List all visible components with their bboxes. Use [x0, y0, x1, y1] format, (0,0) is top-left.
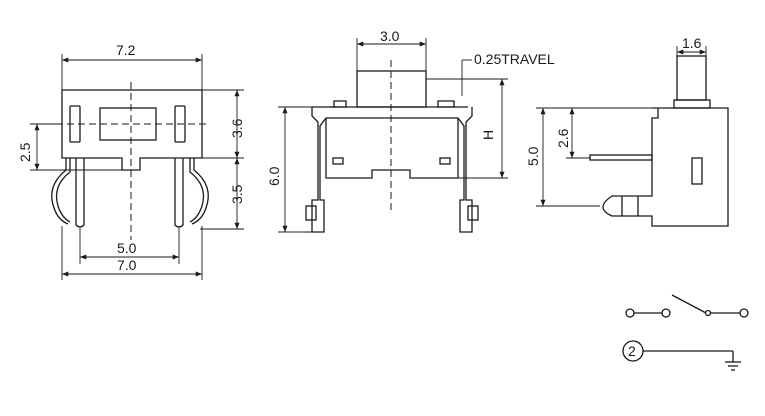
side-lock-right [439, 157, 451, 165]
front-view: 7.2 3.6 3.5 2.5 5.0 7.0 [17, 42, 245, 280]
switch-terminal-right [739, 308, 749, 318]
side-lock-left [332, 157, 344, 165]
end-actuator-base [673, 99, 711, 109]
top-plate [330, 100, 455, 108]
switch-schematic [625, 294, 749, 318]
dim-actuator-label: 3.0 [380, 28, 400, 44]
switch-contact-left [661, 308, 671, 318]
right-straight-leg [174, 158, 184, 228]
dim-end-actuator-label: 1.6 [682, 35, 702, 51]
right-bent-leg-inner [191, 158, 209, 225]
dim-pitch-label: 5.0 [117, 240, 137, 256]
end-view: 1.6 5.0 2.6 [525, 35, 729, 227]
right-slot [174, 105, 186, 143]
dim-bottom-width-label: 7.0 [117, 257, 137, 273]
height-label: H [480, 130, 496, 140]
dim-right-upper-label: 3.6 [229, 118, 245, 138]
switch-terminal-left [625, 308, 635, 318]
dim-left-label: 2.5 [17, 142, 33, 162]
end-actuator [676, 55, 707, 101]
left-bent-leg [55, 158, 71, 223]
right-bent-leg [189, 158, 205, 223]
left-straight-leg [75, 158, 85, 228]
ground-schematic: 2 [622, 340, 741, 371]
front-body-outline [61, 89, 203, 171]
side-foot-right [467, 205, 479, 221]
side-foot-left [305, 205, 317, 221]
switch-contact-right [704, 309, 712, 317]
switch-lever [671, 294, 707, 314]
travel-label: 0.25TRAVEL [474, 51, 555, 67]
end-body [602, 107, 729, 227]
end-window [691, 157, 703, 185]
dim-side-height-label: 6.0 [266, 166, 282, 186]
side-frame [311, 107, 473, 233]
left-bent-leg-inner [51, 158, 69, 225]
side-view: 3.0 0.25TRAVEL H 6.0 [266, 28, 555, 233]
ground-terminal-number: 2 [628, 343, 636, 359]
dim-end-height-label: 5.0 [525, 146, 541, 166]
dim-top-width-label: 7.2 [116, 42, 136, 58]
dim-end-terminal-label: 2.6 [555, 128, 571, 148]
side-body [325, 118, 459, 179]
dim-right-lower-label: 3.5 [229, 184, 245, 204]
end-terminal [589, 154, 653, 161]
